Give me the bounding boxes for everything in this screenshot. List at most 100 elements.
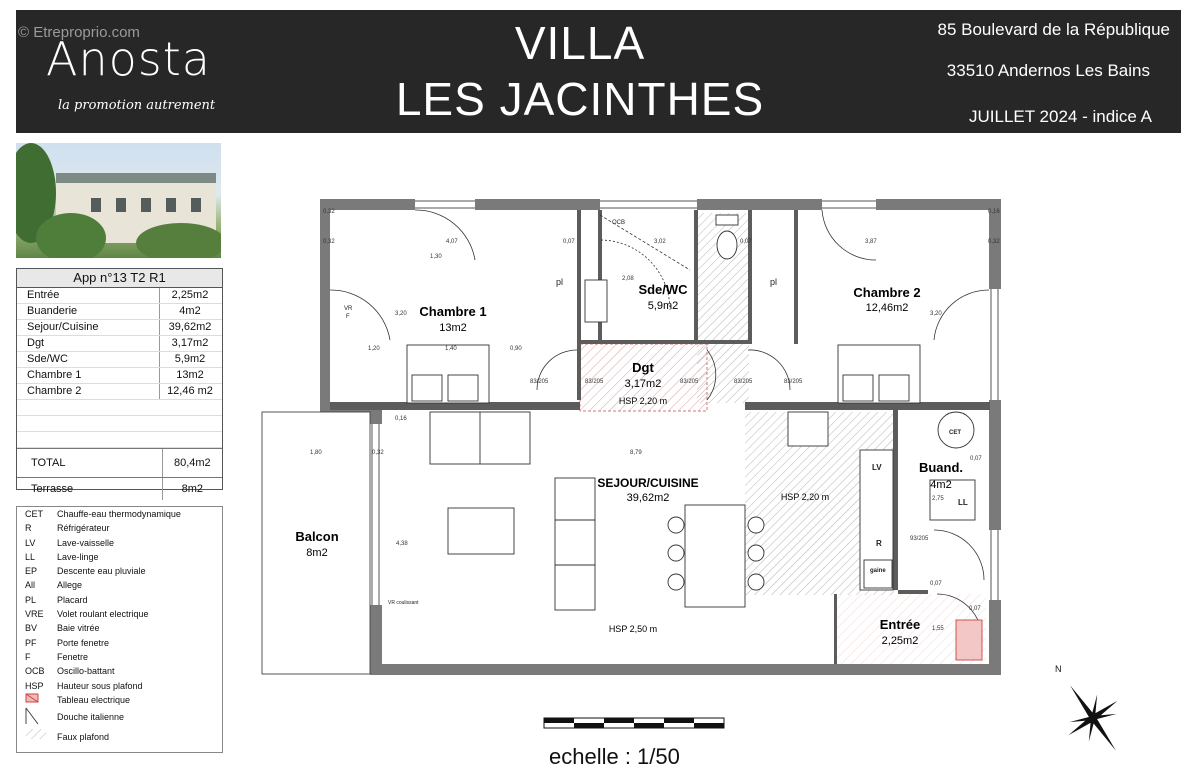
legend-code: CET bbox=[25, 509, 43, 519]
legend-desc: Réfrigérateur bbox=[57, 523, 110, 534]
dimensions: 4,07 3,02 3,87 1,20 1,40 0,90 8,79 1,80 … bbox=[310, 209, 1000, 632]
terrace-label: Terrasse bbox=[17, 478, 163, 500]
table-row-empty bbox=[17, 416, 222, 432]
legend-item: Faux plafond bbox=[17, 727, 222, 747]
room-dgt-area: 3,17m2 bbox=[625, 378, 662, 390]
room-entree-name: Entrée bbox=[880, 617, 920, 632]
room-entree-area: 2,25m2 bbox=[882, 635, 919, 647]
dimension-label: 1,40 bbox=[445, 346, 457, 352]
dimension-label: 8,79 bbox=[630, 450, 642, 456]
terrace-value: 8m2 bbox=[181, 483, 204, 495]
scale-label: echelle : 1/50 bbox=[549, 744, 680, 769]
room-area: 3,17m2 bbox=[171, 337, 209, 349]
room-name: Chambre 2 bbox=[17, 384, 160, 399]
furniture bbox=[261, 214, 983, 675]
ll-label: LL bbox=[958, 498, 968, 507]
legend-desc: Allege bbox=[57, 580, 83, 591]
r-label: R bbox=[876, 539, 882, 548]
walk-in-shower-icon bbox=[25, 707, 39, 725]
table-row: Chambre 2 12,46 m2 bbox=[17, 384, 222, 400]
room-sejour-hsp: HSP 2,50 m bbox=[609, 624, 657, 634]
dimension-label: 0,32 bbox=[988, 239, 1000, 245]
window bbox=[91, 198, 101, 212]
legend-desc: Porte fenetre bbox=[57, 637, 110, 648]
scale-bar bbox=[543, 717, 725, 729]
dimension-label: 0,32 bbox=[323, 209, 335, 215]
legend-item: All Allege bbox=[17, 578, 222, 592]
dimension-label: 1,55 bbox=[932, 626, 944, 632]
dimension-label: 0,90 bbox=[510, 346, 522, 352]
room-chambre1-name: Chambre 1 bbox=[419, 304, 486, 319]
compass-rose-icon: N bbox=[1055, 664, 1118, 751]
table-row-empty bbox=[17, 432, 222, 448]
table-row: Dgt 3,17m2 bbox=[17, 336, 222, 352]
dimension-label: 83/205 bbox=[530, 379, 549, 385]
room-dgt-hsp: HSP 2,20 m bbox=[619, 396, 667, 406]
table-row-empty bbox=[17, 400, 222, 416]
legend-code: All bbox=[25, 580, 36, 591]
total-label: TOTAL bbox=[17, 449, 163, 477]
legend-code: BV bbox=[25, 623, 38, 634]
room-labels: Chambre 1 13m2 Sde/WC 5,9m2 Chambre 2 12… bbox=[295, 282, 963, 647]
dimension-label: 1,80 bbox=[310, 450, 322, 456]
total-row: TOTAL 80,4m2 bbox=[17, 448, 222, 478]
room-dgt-name: Dgt bbox=[632, 360, 654, 375]
room-buand-name: Buand. bbox=[919, 460, 963, 475]
brand-tagline: la promotion autrement bbox=[58, 98, 216, 113]
dimension-label: 83/205 bbox=[784, 379, 803, 385]
room-area: 12,46 m2 bbox=[167, 385, 213, 397]
room-area: 13m2 bbox=[176, 369, 204, 381]
kitchen-hsp: HSP 2,20 m bbox=[781, 492, 829, 502]
legend-item: OCB Oscillo-battant bbox=[17, 664, 222, 678]
total-value: 80,4m2 bbox=[173, 457, 211, 469]
ocb-label: OCB bbox=[612, 220, 625, 226]
f-label: F bbox=[346, 314, 350, 320]
placard-label-2: pl bbox=[770, 277, 777, 287]
room-area: 4m2 bbox=[179, 305, 201, 317]
dimension-label: 2,75 bbox=[932, 496, 944, 502]
cet-label: CET bbox=[949, 430, 961, 436]
legend-desc: Tableau electrique bbox=[57, 694, 131, 705]
address-street: 85 Boulevard de la République bbox=[937, 20, 1170, 39]
legend-code: PL bbox=[25, 594, 37, 605]
dgt-false-ceiling bbox=[579, 343, 708, 412]
brand-logo: Anosta bbox=[46, 32, 211, 86]
hedge bbox=[136, 223, 221, 258]
dimension-label: 4,07 bbox=[446, 239, 458, 245]
legend-desc: Faux plafond bbox=[57, 732, 110, 743]
legend-code: OCB bbox=[25, 666, 45, 677]
legend-code: PF bbox=[25, 637, 37, 648]
plan-date: JUILLET 2024 - indice A bbox=[968, 107, 1152, 126]
building-photo bbox=[16, 143, 221, 258]
legend-desc: Oscillo-battant bbox=[57, 666, 115, 677]
legend-item: Tableau electrique bbox=[17, 693, 222, 707]
legend-item: PF Porte fenetre bbox=[17, 636, 222, 650]
dimension-label: 2,08 bbox=[622, 276, 634, 282]
room-name: Sde/WC bbox=[17, 352, 160, 367]
dimension-label: 0,32 bbox=[323, 239, 335, 245]
apartment-title: App n°13 T2 R1 bbox=[17, 269, 222, 288]
legend-desc: Fenetre bbox=[57, 651, 89, 662]
room-name: Dgt bbox=[17, 336, 160, 351]
window bbox=[116, 198, 126, 212]
legend-desc: Lave-linge bbox=[57, 551, 99, 562]
legend-desc: Hauteur sous plafond bbox=[57, 680, 143, 691]
dimension-label: 0,32 bbox=[372, 450, 384, 456]
false-ceiling-hatch-icon bbox=[26, 729, 46, 740]
legend-desc: Lave-vaisselle bbox=[57, 537, 115, 548]
room-chambre2-name: Chambre 2 bbox=[853, 285, 920, 300]
legend-desc: Douche italienne bbox=[57, 712, 125, 723]
vr-coulissant-label: VR coulissant bbox=[388, 600, 419, 606]
room-sejour-name: SEJOUR/CUISINE bbox=[597, 476, 698, 490]
room-name: Sejour/Cuisine bbox=[17, 320, 160, 335]
